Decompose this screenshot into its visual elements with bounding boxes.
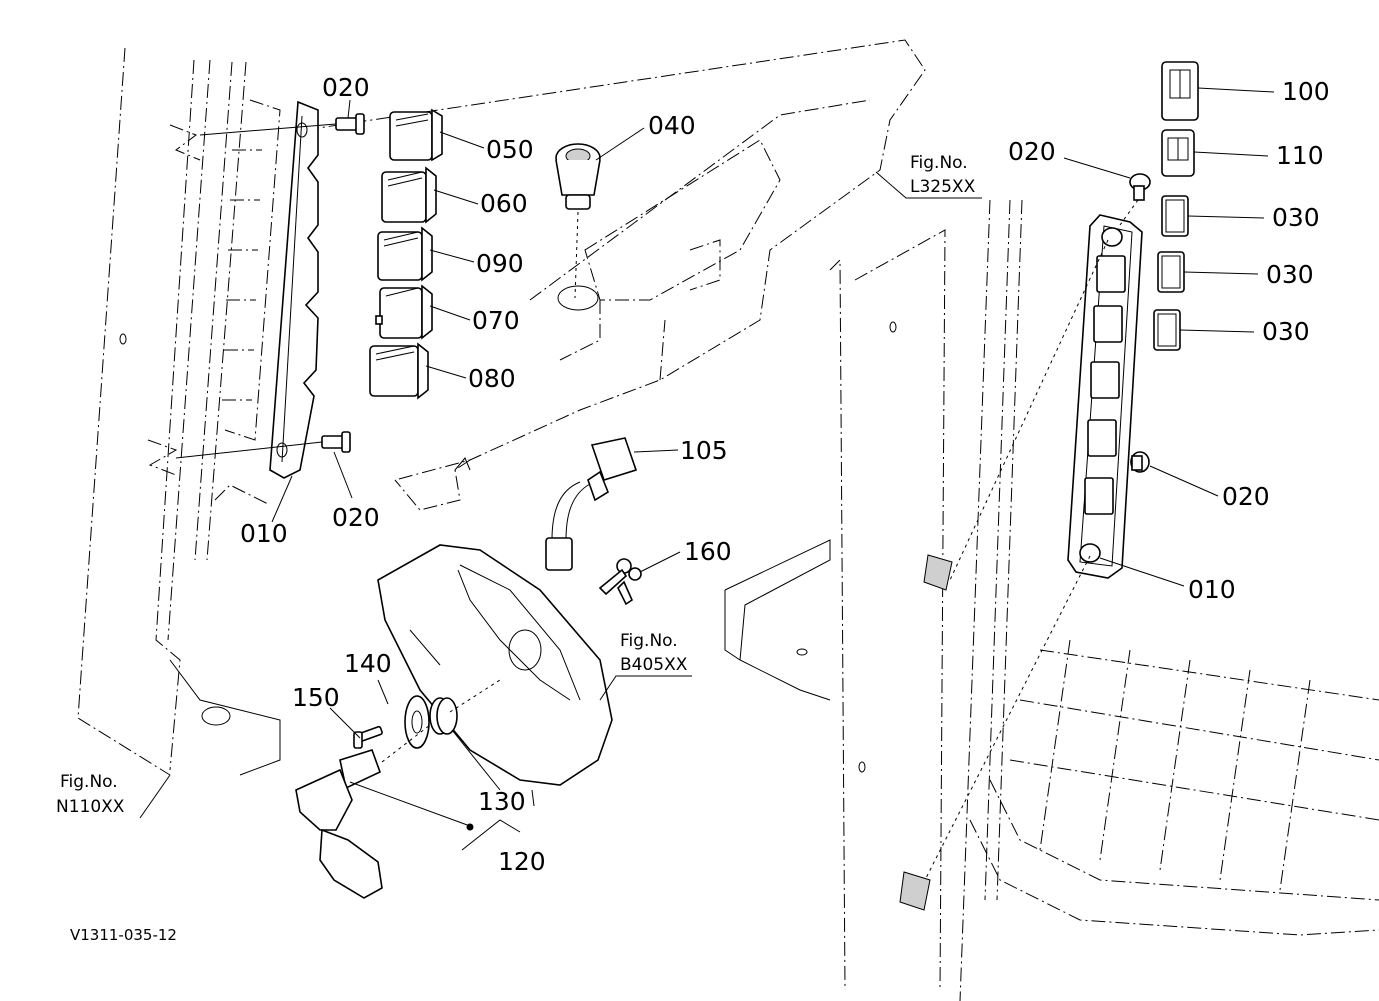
washer-140 (404, 695, 430, 749)
switch-060 (381, 166, 437, 224)
label-020-bottom-right: 020 (1222, 482, 1270, 511)
switch-080 (369, 342, 429, 400)
nut-130 (429, 697, 458, 735)
switch-panel-left (269, 100, 319, 479)
power-socket-040 (555, 143, 601, 299)
blank-cover-030-2 (1157, 251, 1185, 293)
key-160 (598, 558, 642, 606)
fig-ref-n110xx-line2: N110XX (56, 797, 125, 817)
label-080: 080 (468, 364, 516, 393)
leader-dot (466, 823, 474, 831)
label-040: 040 (648, 111, 696, 140)
label-030-2: 030 (1266, 260, 1314, 289)
fig-ref-l325xx: Fig.No. L325XX (910, 153, 976, 197)
screw-020-bottom-left (175, 431, 351, 459)
fig-ref-b405xx: Fig.No. B405XX (620, 631, 688, 675)
blank-cover-030-3 (1153, 309, 1181, 351)
fig-ref-b405xx-line2: B405XX (620, 655, 688, 675)
label-105: 105 (680, 436, 728, 465)
label-100: 100 (1282, 77, 1330, 106)
label-150: 150 (292, 683, 340, 712)
screw-150 (353, 725, 383, 749)
key-switch-120 (295, 679, 501, 899)
part-labels: 020 050 060 090 070 080 040 105 160 010 … (240, 73, 1330, 876)
label-020-top-left: 020 (322, 73, 370, 102)
connector-105 (545, 437, 638, 571)
switch-panel-right (924, 214, 1143, 881)
label-020-bottom-left: 020 (332, 503, 380, 532)
label-160: 160 (684, 537, 732, 566)
switch-070 (375, 284, 433, 340)
label-030-3: 030 (1262, 317, 1310, 346)
fig-ref-n110xx-line1: Fig.No. (60, 772, 118, 792)
switch-100 (1161, 61, 1199, 121)
drawing-code: V1311-035-12 (70, 926, 177, 944)
label-020-top-right: 020 (1008, 137, 1056, 166)
center-console-outline (304, 39, 926, 511)
fig-ref-b405xx-line1: Fig.No. (620, 631, 678, 651)
fig-ref-n110xx: Fig.No. N110XX (56, 772, 125, 817)
label-030-1: 030 (1272, 203, 1320, 232)
fig-ref-l325xx-line1: Fig.No. (910, 153, 968, 173)
label-110: 110 (1276, 141, 1324, 170)
screw-020-bottom-right (1130, 451, 1150, 473)
label-050: 050 (486, 135, 534, 164)
switch-090 (377, 226, 433, 282)
leader-lines (139, 87, 1275, 851)
screw-020-top-right (1119, 173, 1151, 226)
label-070: 070 (472, 306, 520, 335)
label-060: 060 (480, 189, 528, 218)
blank-cover-030-1 (1161, 195, 1189, 237)
label-010-right: 010 (1188, 575, 1236, 604)
switch-110 (1161, 129, 1195, 177)
label-130: 130 (478, 787, 526, 816)
right-cab-outline (724, 199, 1379, 1001)
screw-020-top-left (199, 113, 365, 136)
label-140: 140 (344, 649, 392, 678)
label-010-left: 010 (240, 519, 288, 548)
switch-050 (389, 108, 443, 162)
label-120: 120 (498, 847, 546, 876)
keyswitch-housing (377, 544, 613, 786)
label-090: 090 (476, 249, 524, 278)
fig-ref-l325xx-line2: L325XX (910, 177, 976, 197)
left-pillar-outline (77, 47, 281, 776)
